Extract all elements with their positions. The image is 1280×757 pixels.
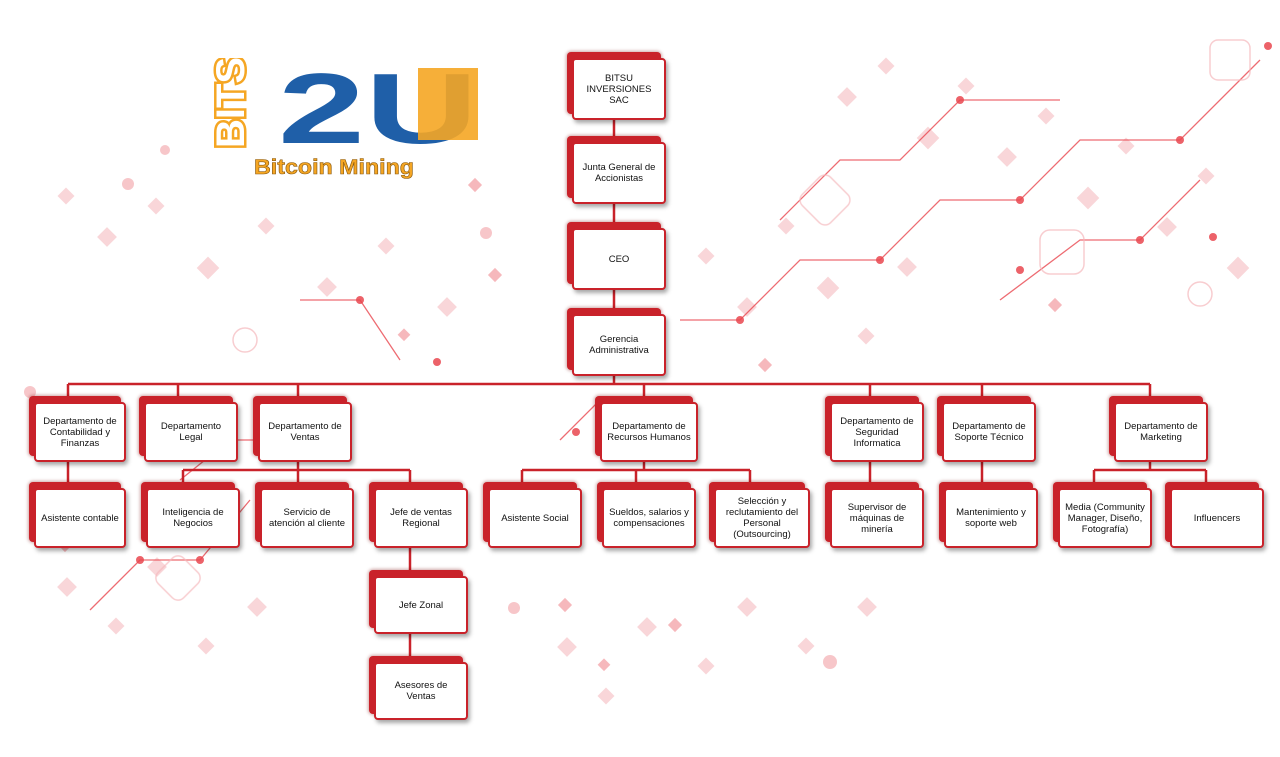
logo-tagline: Bitcoin Mining [254,156,414,179]
node-inteligencia-negocios: Inteligencia de Negocios [146,488,240,548]
node-junta-general: Junta General de Accionistas [572,142,666,204]
node-asesores-ventas: Asesores de Ventas [374,662,468,720]
node-asistente-contable: Asistente contable [34,488,126,548]
node-dept-contabilidad: Departamento de Contabilidad y Finanzas [34,402,126,462]
node-dept-soporte: Departamento de Soporte Técnico [942,402,1036,462]
node-supervisor-maquinas: Supervisor de máquinas de minería [830,488,924,548]
node-dept-recursos-humanos: Departamento de Recursos Humanos [600,402,698,462]
node-dept-ventas: Departamento de Ventas [258,402,352,462]
node-dept-legal: Departamento Legal [144,402,238,462]
node-mantenimiento-web: Mantenimiento y soporte web [944,488,1038,548]
bitsu-logo: BITS 2U . Bitcoin Mining [207,58,478,179]
node-asistente-social: Asistente Social [488,488,582,548]
node-seleccion-reclutamiento: Selección y reclutamiento del Personal (… [714,488,810,548]
node-jefe-zonal: Jefe Zonal [374,576,468,634]
node-servicio-cliente: Servicio de atención al cliente [260,488,354,548]
node-dept-seguridad: Departamento de Seguridad Informatica [830,402,924,462]
node-jefe-ventas-regional: Jefe de ventas Regional [374,488,468,548]
node-bitsu-inversiones: BITSU INVERSIONES SAC [572,58,666,120]
node-influencers: Influencers [1170,488,1264,548]
node-gerencia-administrativa: Gerencia Administrativa [572,314,666,376]
logo-prefix: BITS [209,58,253,148]
node-sueldos-salarios: Sueldos, salarios y compensaciones [602,488,696,548]
node-media: Media (Community Manager, Diseño, Fotogr… [1058,488,1152,548]
node-ceo: CEO [572,228,666,290]
node-dept-marketing: Departamento de Marketing [1114,402,1208,462]
